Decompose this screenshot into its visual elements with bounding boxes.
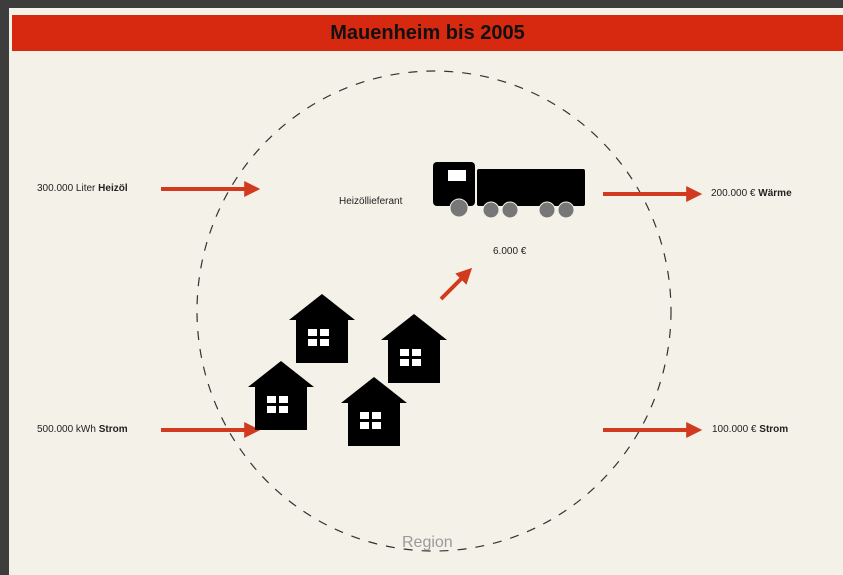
truck-icon [433, 162, 585, 219]
input-amount: 500.000 kWh [37, 424, 96, 435]
diagram-title: Mauenheim bis 2005 [330, 21, 525, 44]
output-item: Strom [759, 424, 789, 435]
output-amount: 100.000 € [712, 424, 757, 435]
house-icon [341, 377, 407, 446]
house-icon [381, 314, 447, 383]
output-amount: 200.000 € [711, 188, 756, 199]
output-label-waerme: 200.000 € Wärme [711, 188, 792, 199]
region-label: Region [402, 534, 453, 551]
payment-arrow [439, 267, 473, 301]
input-label-strom: 500.000 kWh Strom [37, 424, 128, 435]
payment-label: 6.000 € [493, 246, 527, 257]
flow-diagram [161, 70, 703, 552]
output-label-strom: 100.000 € Strom [712, 424, 788, 435]
house-icon [248, 361, 314, 430]
input-item: Heizöl [98, 183, 128, 194]
title-banner: Mauenheim bis 2005 [12, 15, 843, 51]
input-amount: 300.000 Liter [37, 183, 96, 194]
output-item: Wärme [758, 188, 792, 199]
region-boundary [196, 70, 672, 552]
house-icon [289, 294, 355, 363]
input-label-heizoel: 300.000 Liter Heizöl [37, 183, 128, 194]
input-item: Strom [98, 424, 128, 435]
supplier-label: Heizöllieferant [339, 196, 403, 207]
slide: Mauenheim bis 2005 [9, 8, 843, 575]
